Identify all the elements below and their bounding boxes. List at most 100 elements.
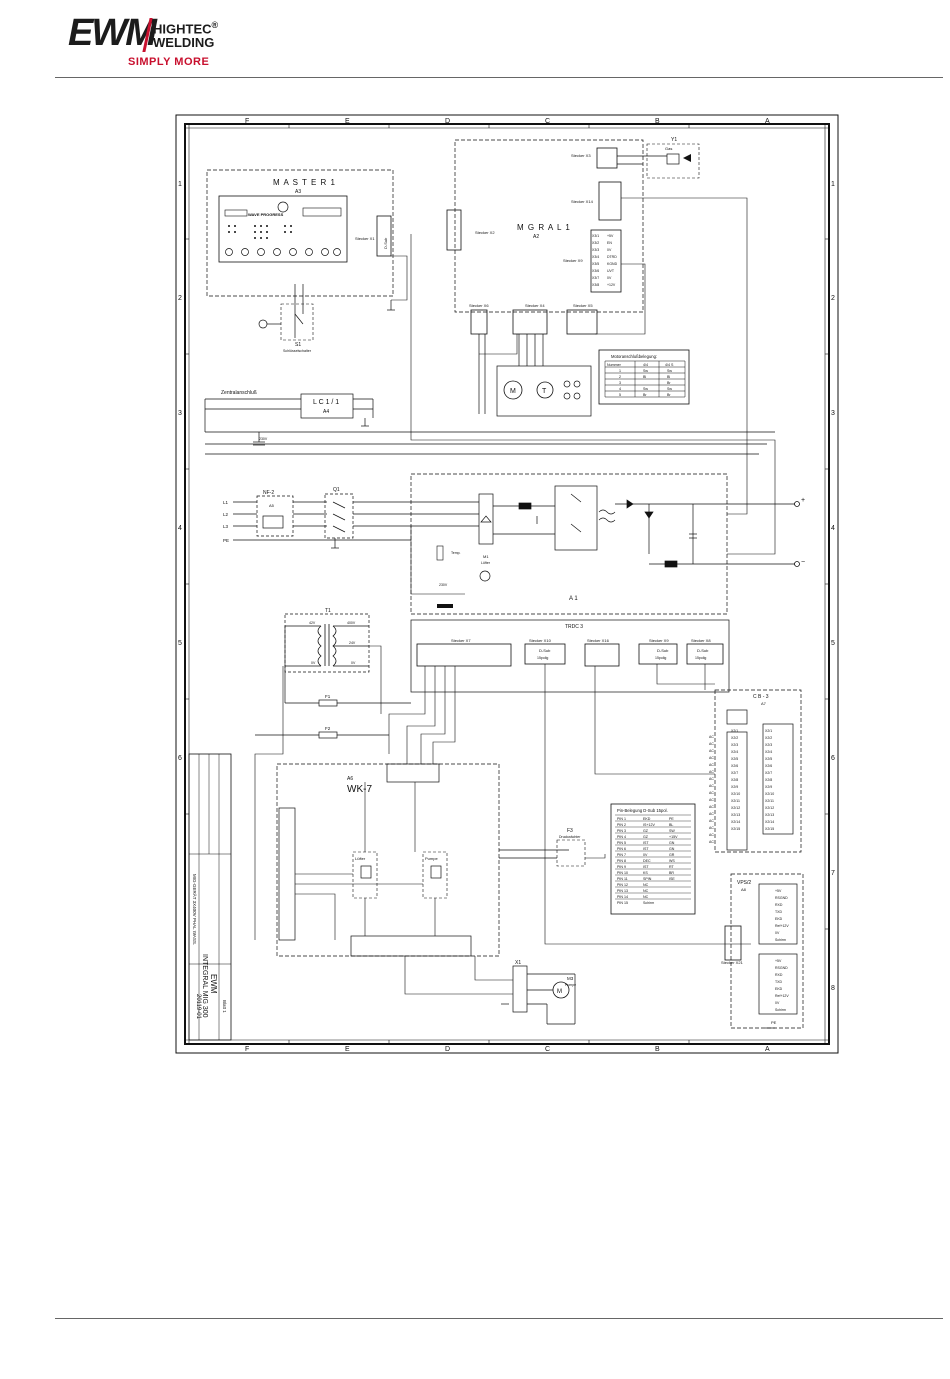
cb-output-terminal: X2/11 [765,799,774,803]
x1-terminal [512,965,528,1013]
gas-label: Gas [665,146,672,151]
cb-input-label: AC [709,798,714,802]
fuse-f2-icon [318,731,338,739]
dsub-color: RT [669,865,675,869]
vps-signal: +5V [775,959,782,963]
diode-icon [683,154,691,162]
pin-signal: KGND [607,262,618,266]
relay-coil-icon [360,865,372,879]
cb-id: A7 [761,701,767,706]
a1-label: A 1 [569,596,578,602]
wk-id: A6 [347,776,353,782]
cb-output-pin: X2/3 [731,743,738,747]
cb-output-pin: X2/4 [731,750,738,754]
f1-label: F1 [325,694,331,699]
border-letter: B [655,118,660,125]
fuse-f1-icon [318,699,338,707]
cb-input-label: AC [709,812,714,816]
m3-sub: Pumpe [565,983,576,987]
pe-label: PE [223,538,229,543]
dsub-pin: PIN 15 [617,901,628,905]
stecker-x8-label: Stecker X8 [691,638,711,643]
stecker-x16-label: Stecker X16 [587,638,610,643]
lc-label: L C 1 / 1 [313,399,339,406]
svg-text:M: M [557,989,562,995]
vps-signal: RSGND [775,896,788,900]
stecker-x8 [686,643,724,665]
border-letter: C [545,1046,550,1053]
pe-label: PE [771,1020,777,1025]
v-label: 0V [351,661,356,665]
cb-output-terminal: X2/14 [765,820,774,824]
f3-label: F3 [567,828,573,834]
svg-text:T: T [542,388,547,395]
dsub-label: D-Sub [539,648,551,653]
plus-socket-icon [794,501,800,507]
vps-signal: Schirm [775,1008,786,1012]
cb-output-pin: X2/8 [731,778,738,782]
thermo-icon [436,545,444,561]
cb-output-strip [762,723,794,835]
cb-output-pin: X2/6 [731,764,738,768]
dsub-pin: PIN 7 [617,853,626,857]
title-block [188,753,232,1041]
logo-line2: WELDING [153,35,215,51]
border-letter: A [765,118,770,125]
dsub-signal: NC [643,895,649,899]
motor-box [496,365,592,417]
vps-signal: EKD [775,917,783,921]
cb-input-label: AC [709,735,714,739]
dsub-pin: PIN 4 [617,835,626,839]
border-letter: B [655,1046,660,1053]
vps-signal: RXD [775,903,783,907]
border-letter: C [545,118,550,125]
cb-output-pin: X2/1 [731,729,738,733]
stecker-x9b [638,643,678,665]
pin-label: X3/7 [592,276,599,280]
cb-output-pin: X2/7 [731,771,738,775]
y1-label: Y1 [671,137,677,143]
m1-sub: Lüfter [481,561,491,565]
x1-label: X1 [515,960,521,966]
dsub-pin: PIN 12 [617,883,628,887]
l3-label: L3 [223,524,229,529]
temp-label: Temp. [451,551,461,555]
motor-table-cell: 4 [619,387,621,391]
y1-box [646,143,700,179]
igbt-bridge-icon [554,485,598,551]
dsub-signal: SPIN [643,877,652,881]
fan-m1-icon [479,570,491,582]
stecker-x6 [470,309,488,335]
stecker-x9-pins [590,229,622,293]
cb-output-pin: X2/10 [731,792,740,796]
border-number: 5 [831,640,835,647]
master-label: M A S T E R 1 [273,178,336,187]
motor-table-cell: Br [667,381,671,385]
luefter-label: Lüfter [355,856,366,861]
cb-output-terminal: X2/5 [765,757,772,761]
cb-input-label: AC [709,749,714,753]
transformer-icon [598,509,616,515]
stecker-x4 [512,309,548,335]
dsub-signal: NC [643,889,649,893]
motor-table-cell: Sw [643,387,648,391]
cb-output-terminal: X2/12 [765,806,774,810]
wiring-diagram: F E D C B A F E D C B A 1 2 3 4 5 6 1 2 … [175,114,839,1054]
dsub-table [610,803,696,915]
border-number: 1 [831,181,835,188]
v-label: 42V [309,621,316,625]
cb-output-pin: X2/11 [731,799,740,803]
dsub-signal: IST [643,847,649,851]
cb-input-strip [726,731,748,851]
border-letter: D [445,118,450,125]
dsub-color: GN [669,847,675,851]
cb-input-label: AC [709,777,714,781]
nf-label: NF-2 [263,490,274,496]
dsub-signal: IST [643,865,649,869]
vps-strip-1 [758,883,798,945]
dsub-pol: 15polig [537,656,548,660]
key-icon [258,319,268,329]
motor-table-cell: Br [667,393,671,397]
cb-output-pin: X2/2 [731,736,738,740]
master-display [302,207,342,217]
